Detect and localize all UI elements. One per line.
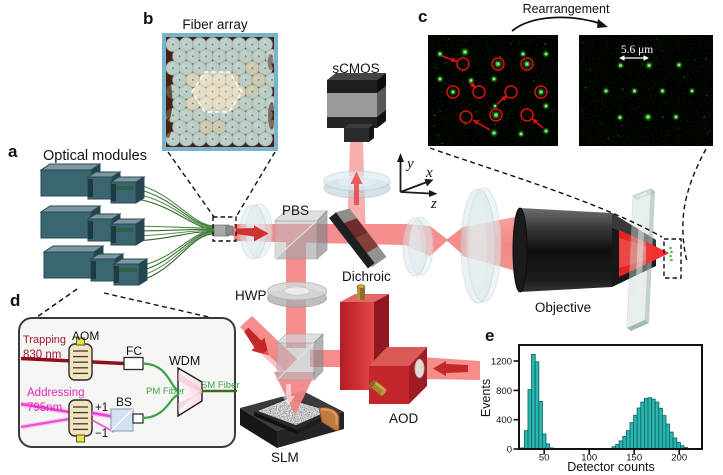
svg-text:Optical modules: Optical modules: [43, 148, 147, 164]
svg-text:sCMOS: sCMOS: [332, 61, 379, 76]
svg-text:Trapping: Trapping: [23, 334, 66, 346]
svg-text:Fiber array: Fiber array: [182, 17, 248, 32]
svg-text:FC: FC: [126, 344, 142, 358]
svg-text:SLM: SLM: [271, 450, 299, 465]
svg-text:d: d: [10, 291, 20, 310]
svg-text:800: 800: [496, 386, 512, 397]
svg-text:5.6 μm: 5.6 μm: [621, 44, 653, 56]
svg-text:e: e: [485, 326, 494, 345]
svg-text:200: 200: [671, 453, 687, 464]
svg-text:400: 400: [496, 415, 512, 426]
svg-text:y: y: [405, 156, 414, 172]
svg-text:100: 100: [581, 453, 597, 464]
svg-text:HWP: HWP: [235, 288, 267, 303]
svg-text:795nm: 795nm: [27, 402, 62, 414]
svg-text:−1: −1: [95, 428, 108, 440]
svg-text:PBS: PBS: [282, 203, 309, 218]
svg-text:BS: BS: [116, 395, 132, 409]
svg-text:b: b: [143, 9, 153, 28]
svg-text:Addressing: Addressing: [27, 387, 85, 399]
svg-text:WDM: WDM: [169, 354, 200, 368]
svg-text:x: x: [425, 165, 433, 181]
svg-text:SM Fiber: SM Fiber: [201, 380, 240, 391]
svg-text:a: a: [8, 142, 18, 161]
svg-text:AOD: AOD: [389, 411, 419, 426]
svg-text:50: 50: [539, 453, 550, 464]
svg-text:Events: Events: [479, 379, 493, 417]
svg-text:Rearrangement: Rearrangement: [523, 2, 610, 16]
svg-text:Dichroic: Dichroic: [342, 269, 391, 284]
svg-text:+1: +1: [95, 402, 108, 414]
svg-text:AOM: AOM: [72, 329, 99, 343]
svg-text:150: 150: [626, 453, 642, 464]
svg-text:0: 0: [507, 445, 512, 456]
svg-text:Detector counts: Detector counts: [567, 460, 655, 474]
svg-text:1200: 1200: [491, 357, 512, 368]
svg-text:c: c: [418, 7, 427, 26]
svg-text:z: z: [430, 196, 437, 212]
svg-text:PM Fiber: PM Fiber: [146, 386, 185, 397]
svg-text:Objective: Objective: [535, 300, 591, 315]
